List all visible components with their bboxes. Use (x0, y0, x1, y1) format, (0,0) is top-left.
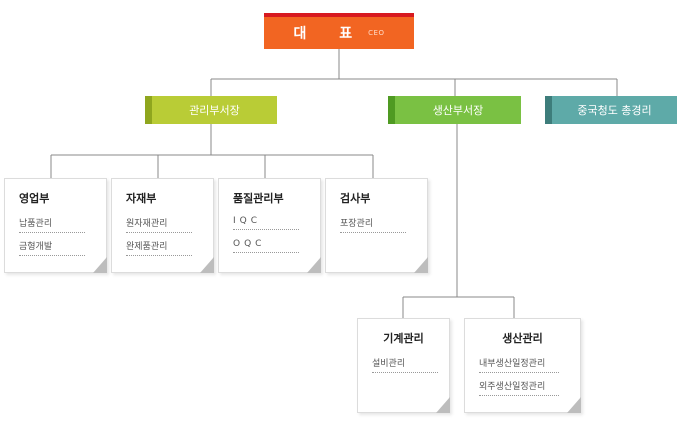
dept-prodmgmt-item: 내부생산일정관리 (479, 356, 559, 373)
exec-admin-box: 관리부서장 (145, 96, 277, 124)
dept-prodmgmt-item: 외주생산일정관리 (479, 379, 559, 396)
dept-quality-item: IQC (233, 216, 299, 230)
dept-machine-box: 기계관리 설비관리 (357, 318, 450, 413)
dept-sales-title: 영업부 (19, 192, 50, 205)
dept-prodmgmt-title: 생산관리 (502, 332, 543, 345)
dept-sales-item: 납품관리 (19, 216, 85, 233)
ceo-subtitle: CEO (368, 29, 385, 37)
dept-quality-title: 품질관리부 (233, 192, 284, 205)
dept-machine-title: 기계관리 (383, 332, 424, 345)
exec-admin-label: 관리부서장 (189, 104, 240, 117)
exec-production-label: 생산부서장 (432, 104, 484, 117)
dept-quality-box: 품질관리부 IQC OQC (218, 178, 321, 273)
dept-inspect-box: 검사부 포장관리 (325, 178, 428, 273)
dept-material-item: 원자재관리 (126, 216, 192, 233)
dept-quality-item: OQC (233, 239, 299, 253)
dept-material-title: 자재부 (126, 192, 157, 205)
dept-sales-item: 금형개발 (19, 239, 85, 256)
ceo-title: 대 표 (293, 26, 367, 42)
dept-inspect-item: 포장관리 (340, 216, 406, 233)
dept-prodmgmt-box: 생산관리 내부생산일정관리 외주생산일정관리 (464, 318, 581, 413)
dept-sales-box: 영업부 납품관리 금형개발 (4, 178, 107, 273)
exec-china-label: 중국청도 총경리 (577, 104, 652, 117)
dept-material-item: 완제품관리 (126, 239, 192, 256)
exec-china-box: 중국청도 총경리 (545, 96, 677, 124)
dept-machine-item: 설비관리 (372, 356, 438, 373)
exec-production-box: 생산부서장 (388, 96, 521, 124)
ceo-box: 대 표 CEO (264, 13, 414, 49)
dept-material-box: 자재부 원자재관리 완제품관리 (111, 178, 214, 273)
dept-inspect-title: 검사부 (340, 192, 371, 205)
